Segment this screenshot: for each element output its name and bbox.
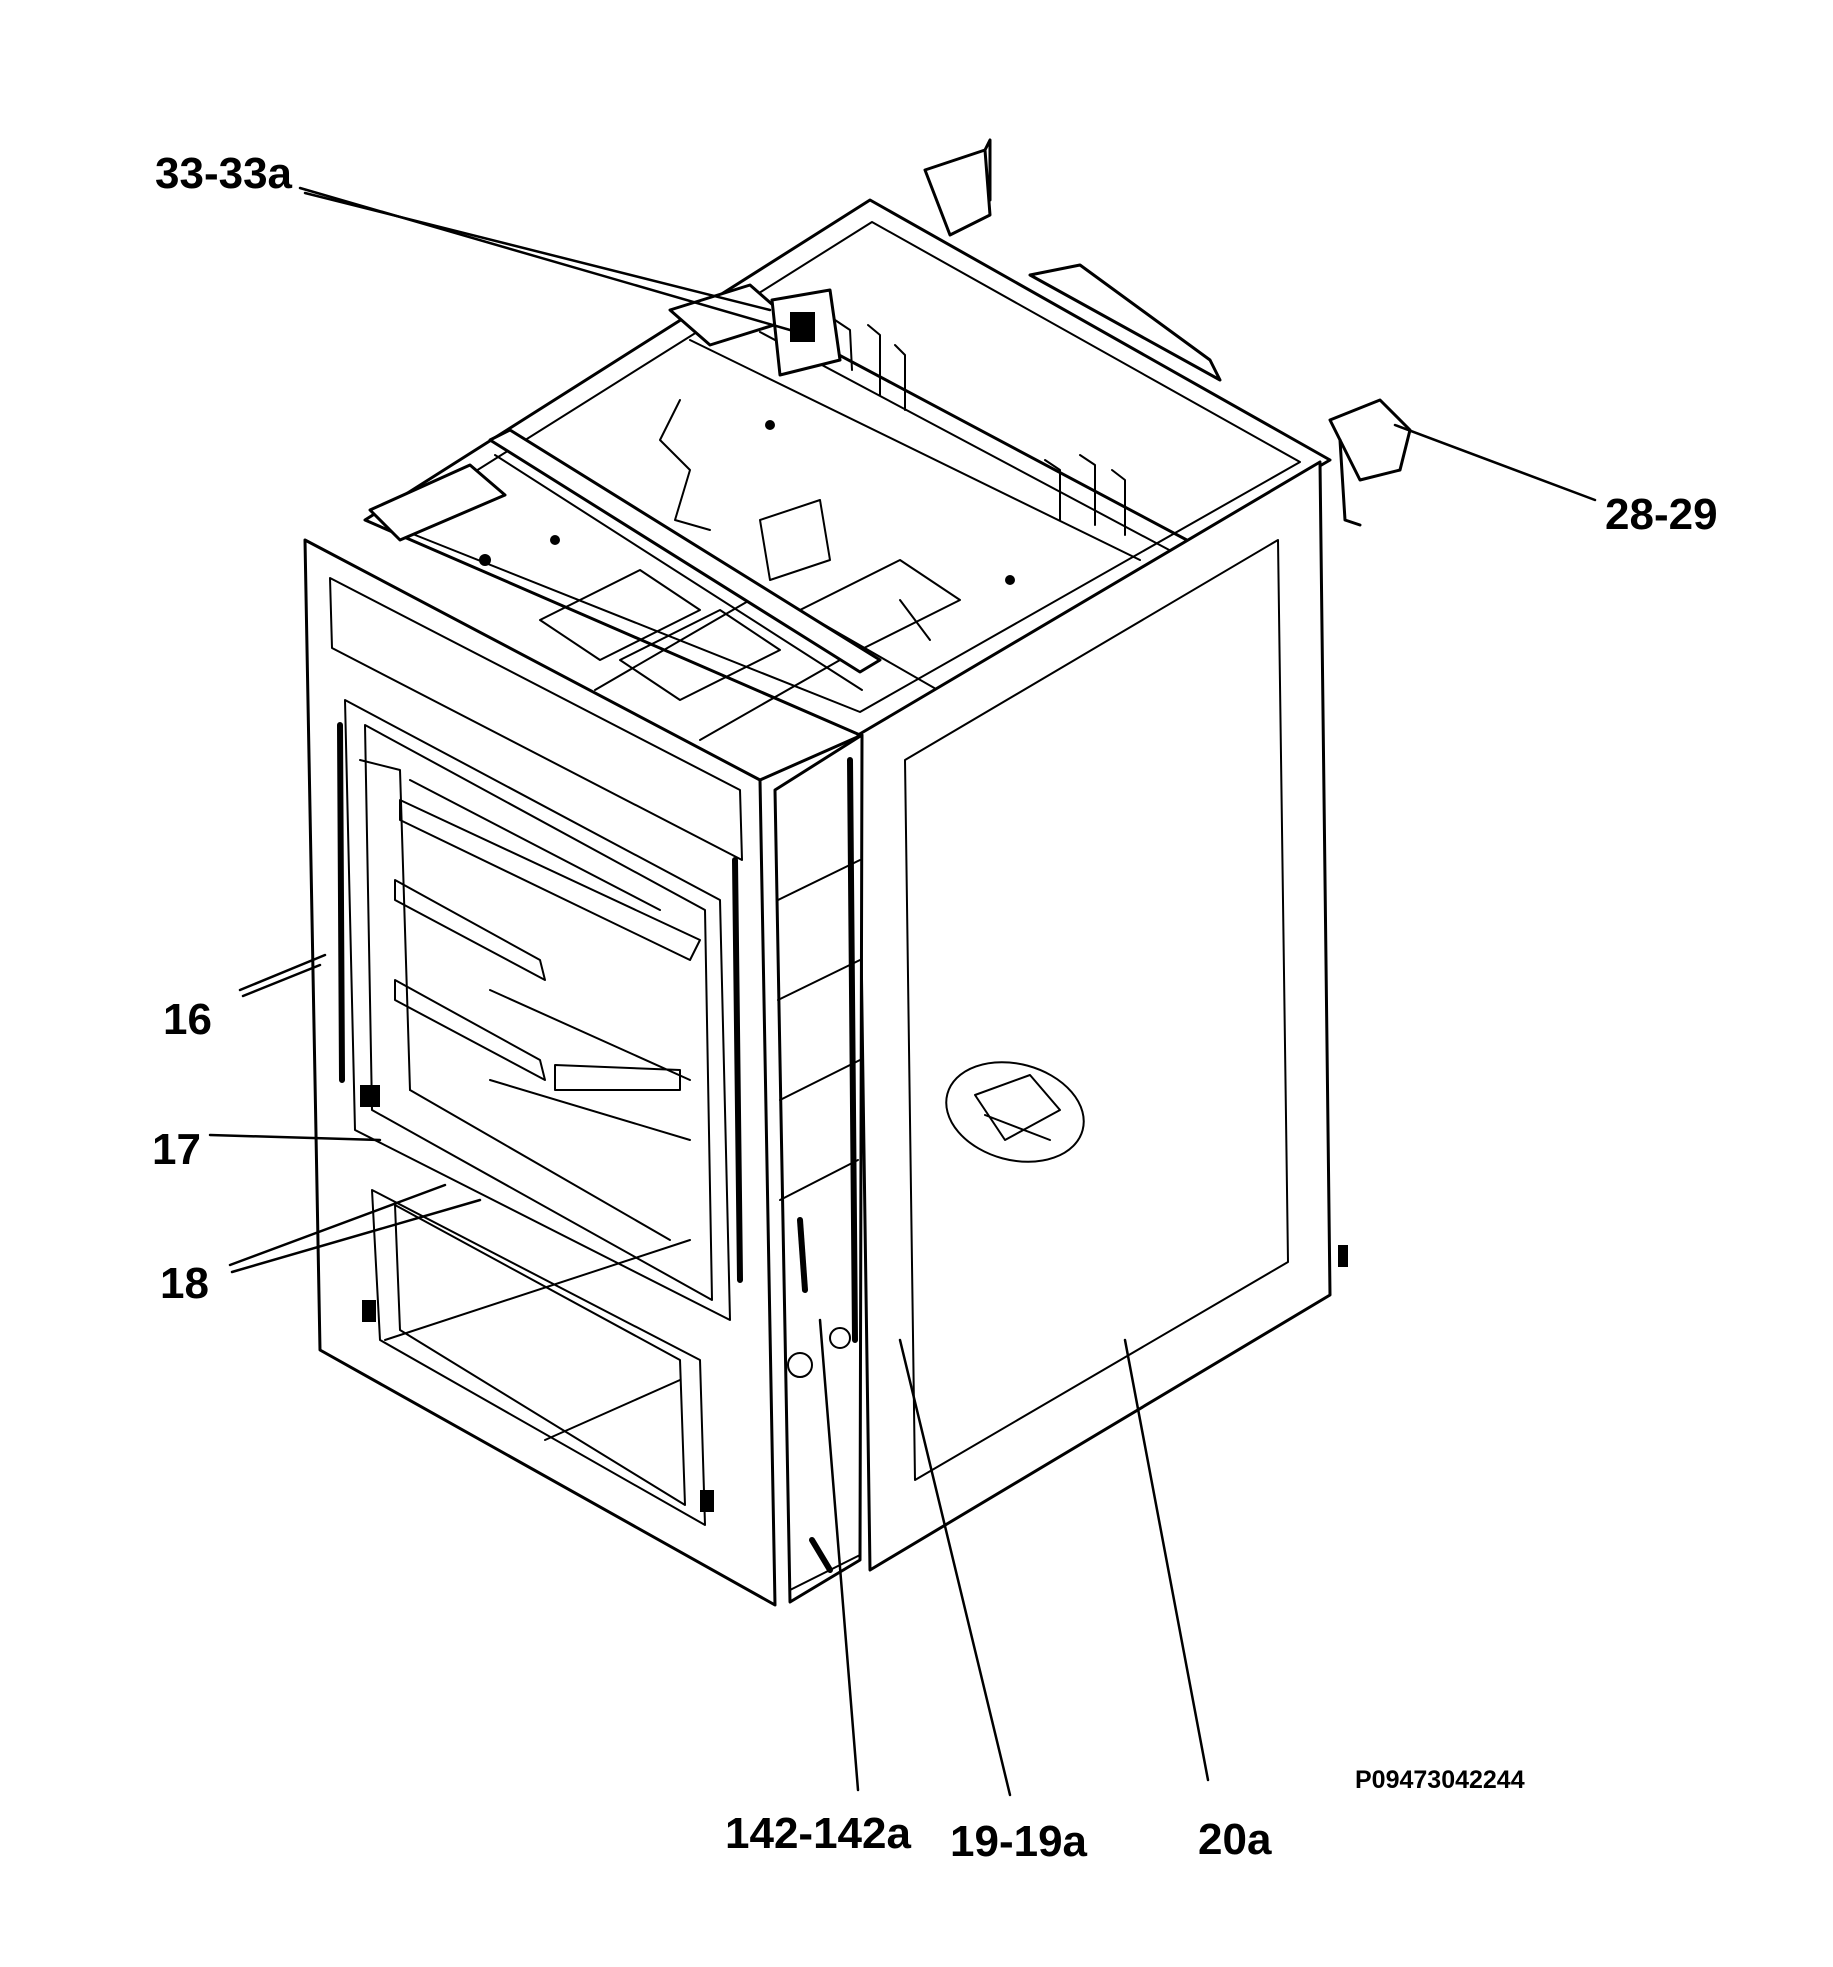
- top-frame: [363, 138, 1412, 741]
- leader-lines: [208, 186, 1597, 1797]
- callout-33-33a: 33-33a: [155, 149, 293, 198]
- callout-17: 17: [152, 1125, 201, 1174]
- front-frame: [303, 538, 864, 1607]
- callout-18: 18: [160, 1259, 209, 1308]
- drawing-code: P09473042244: [1355, 1766, 1525, 1794]
- callout-16: 16: [163, 995, 212, 1044]
- side-panel: [856, 460, 1348, 1572]
- callout-28-29: 28-29: [1605, 490, 1718, 539]
- callout-19-19a: 19-19a: [950, 1817, 1088, 1866]
- callout-20a: 20a: [1198, 1815, 1272, 1864]
- callout-142-142a: 142-142a: [725, 1809, 911, 1858]
